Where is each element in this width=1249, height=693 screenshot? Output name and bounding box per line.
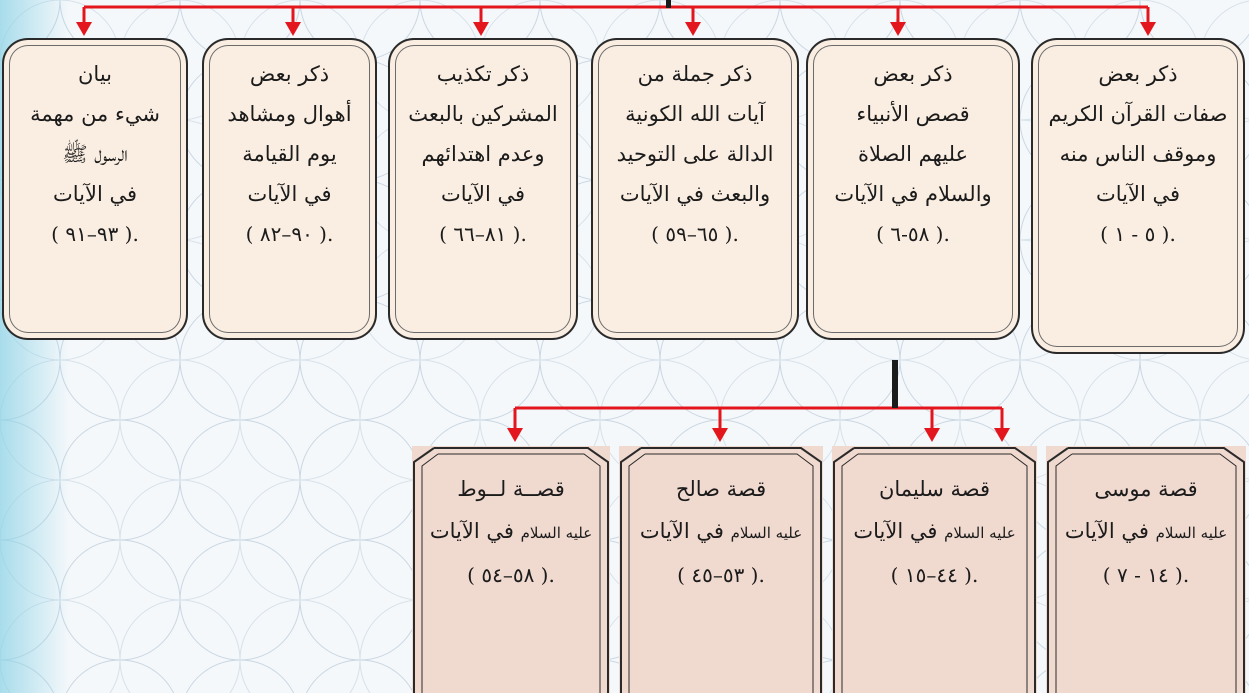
topic-line: في الآيات	[247, 182, 332, 206]
topic-line: ذكر بعض	[1098, 62, 1178, 86]
verse-range: .( ٨١–٦٦ )	[439, 222, 527, 246]
topic-line: شيء من مهمة	[30, 102, 160, 126]
topic-line: بيان	[78, 62, 113, 86]
topic-line: الدالة على التوحيد	[616, 142, 774, 166]
topic-box-6: بيان شيء من مهمة الرسول ﷺ في الآيات .( ٩…	[2, 38, 188, 340]
topic-box-5: ذكر بعض أهوال ومشاهد يوم القيامة في الآي…	[202, 38, 377, 340]
story-title: قصة موسى	[1094, 477, 1198, 501]
honorific-text: عليه السلام	[730, 524, 803, 542]
honorific-text: عليه السلام	[520, 524, 593, 542]
topic-line: ذكر تكذيب	[436, 62, 530, 86]
verse-range: .( ٥٨–٥٤ )	[467, 563, 555, 587]
honorific-text: عليه السلام	[944, 524, 1016, 542]
story-box-3: قصة صالح عليه السلام في الآيات .( ٥٣–٤٥ …	[619, 446, 823, 693]
topic-line: وموقف الناس منه	[1059, 142, 1217, 166]
honorific-text: عليه السلام	[1155, 524, 1228, 542]
topic-box-1: ذكر بعض صفات القرآن الكريم وموقف الناس م…	[1031, 38, 1245, 354]
topic-line: أهوال ومشاهد	[227, 102, 352, 126]
topic-line: في الآيات	[52, 182, 138, 206]
story-tail: في الآيات	[639, 519, 724, 543]
verse-range: .( ٦٥–٥٩ )	[651, 222, 739, 246]
story-tail: في الآيات	[853, 519, 938, 543]
topic-line: يوم القيامة	[242, 142, 337, 166]
verse-range: .( ٤٤–١٥ )	[890, 563, 979, 587]
topic-line: قصص الأنبياء	[856, 102, 970, 126]
story-tail: في الآيات	[1064, 519, 1149, 543]
verse-range: .( ٩٠–٨٢ )	[245, 222, 334, 246]
topic-box-3: ذكر جملة من آيات الله الكونية الدالة على…	[591, 38, 799, 340]
topic-line: والسلام في الآيات	[834, 182, 992, 206]
topic-line: في الآيات	[1095, 182, 1181, 206]
topic-line: في الآيات	[440, 182, 526, 206]
verse-range: .( ٥٣–٤٥ )	[677, 563, 765, 587]
topic-line: ذكر جملة من	[637, 62, 753, 86]
story-tail: في الآيات	[429, 519, 514, 543]
verse-range: .( ١٤ - ٧ )	[1102, 563, 1190, 587]
story-box-2: قصة سليمان عليه السلام في الآيات .( ٤٤–١…	[832, 446, 1037, 693]
topic-line: والبعث في الآيات	[619, 182, 771, 206]
topic-box-2: ذكر بعض قصص الأنبياء عليهم الصلاة والسلا…	[806, 38, 1020, 340]
verse-range: .( ٥٨-٦ )	[876, 222, 950, 246]
story-title: قصة سليمان	[878, 477, 991, 501]
topic-line: آيات الله الكونية	[625, 102, 765, 126]
verse-range: .( ٥ - ١ )	[1100, 222, 1176, 246]
topic-line: صفات القرآن الكريم	[1048, 102, 1228, 126]
story-title: قصة صالح	[675, 477, 767, 501]
topic-line: وعدم اهتدائهم	[421, 142, 545, 166]
story-box-1: قصة موسى عليه السلام في الآيات .( ١٤ - ٧…	[1046, 446, 1246, 693]
story-title: قصــة لــوط	[457, 477, 565, 501]
topic-line: ذكر بعض	[249, 62, 330, 86]
topic-line: ذكر بعض	[873, 62, 953, 86]
topic-line: الرسول ﷺ	[62, 142, 128, 166]
topic-line: عليهم الصلاة	[857, 142, 969, 166]
topic-line: المشركين بالبعث	[408, 102, 558, 126]
verse-range: .( ٩٣–٩١ )	[51, 222, 139, 246]
story-box-4: قصــة لــوط عليه السلام في الآيات .( ٥٨–…	[412, 446, 610, 693]
topic-box-4: ذكر تكذيب المشركين بالبعث وعدم اهتدائهم …	[388, 38, 578, 340]
